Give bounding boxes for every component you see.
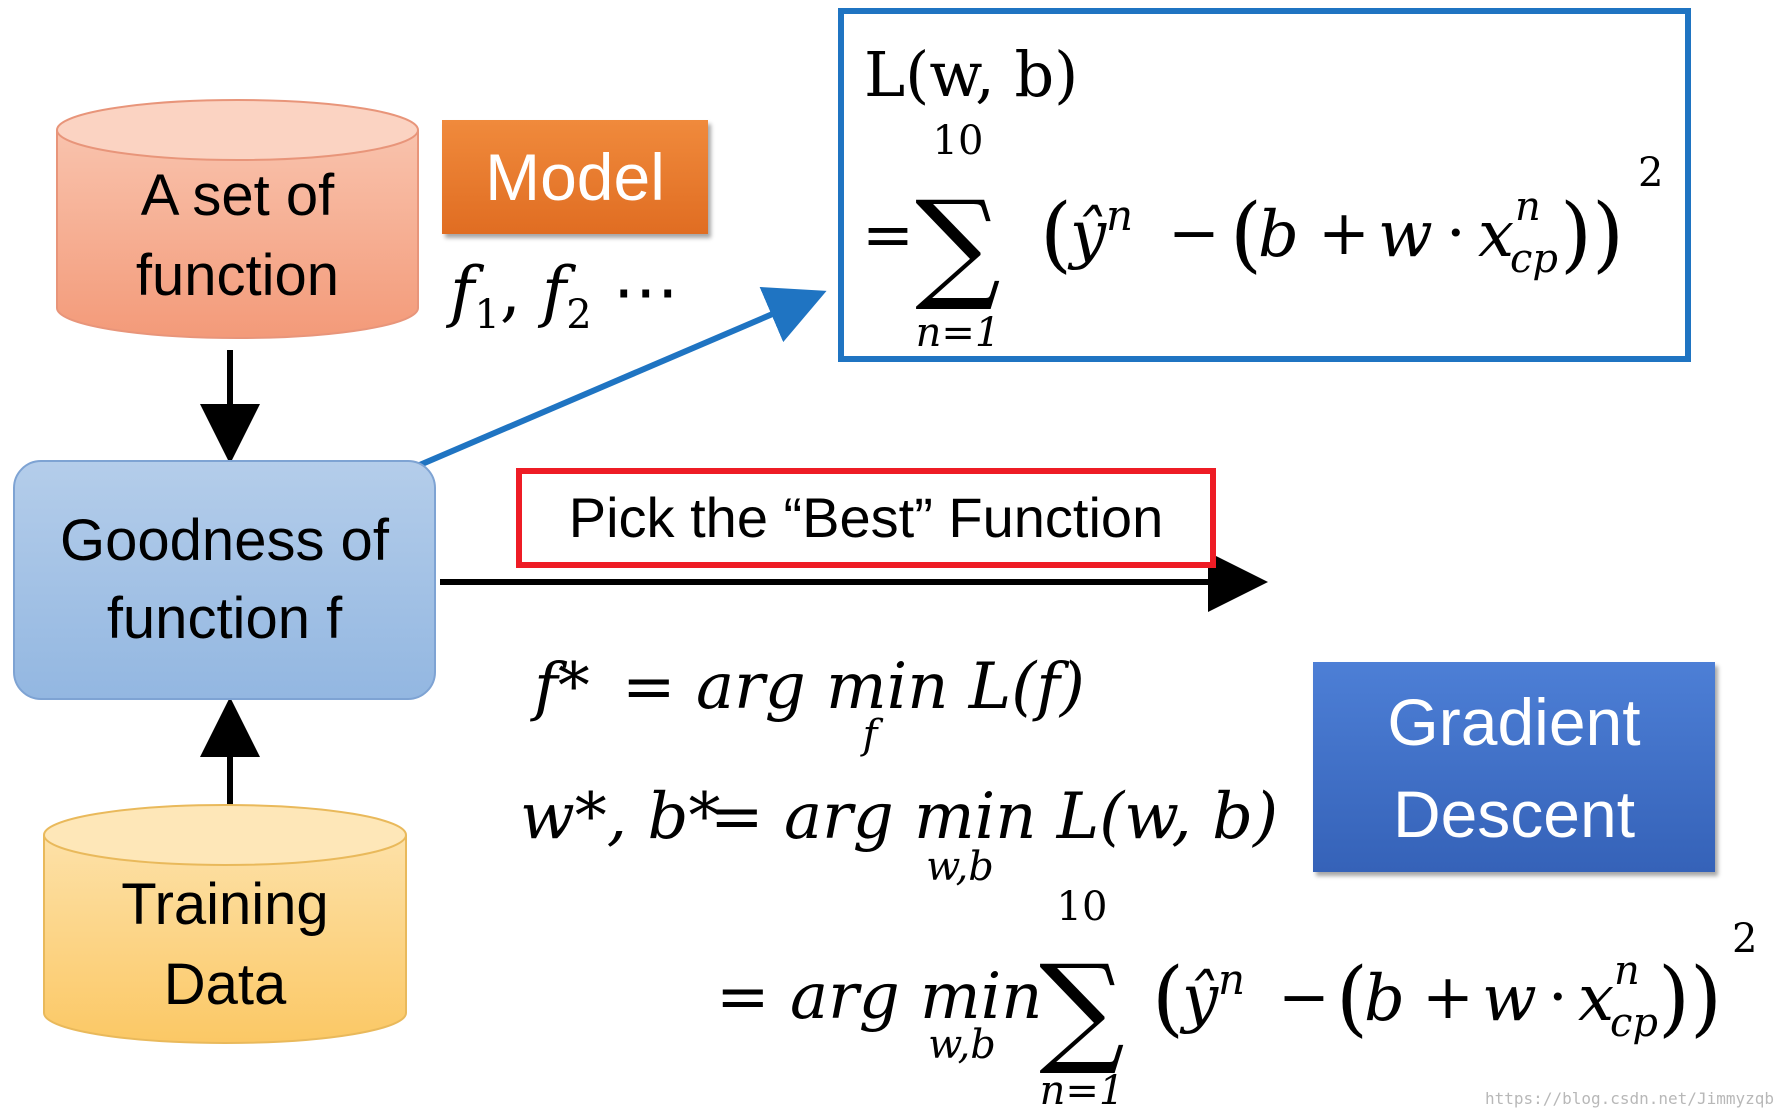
argmin-sum-under: w,b [928, 1022, 996, 1068]
argmin-open-outer: ( [1152, 951, 1184, 1046]
argmin-f-rhs: = arg min L(f) [622, 650, 1085, 724]
loss-minus: − [1168, 196, 1220, 269]
loss-x: x [1478, 198, 1514, 272]
argmin-open-inner: ( [1336, 951, 1368, 1046]
loss-open-inner: ( [1230, 187, 1262, 282]
loss-plus: + [1318, 196, 1370, 269]
loss-yhat-sup: n [1106, 191, 1133, 240]
argmin-sum-upper: 10 [1057, 884, 1108, 930]
argmin-x-sub: cp [1610, 1000, 1658, 1046]
loss-function-box [838, 8, 1691, 362]
argmin-sigma: ∑ [1039, 940, 1125, 1079]
cylinder-shape [43, 804, 407, 1044]
loss-squared: 2 [1638, 150, 1663, 196]
f2-symbol: f [541, 253, 567, 330]
loss-open-outer: ( [1040, 187, 1072, 282]
function-list: f1, f2 ⋯ [450, 253, 679, 339]
goodness-line1: Goodness of [60, 508, 389, 573]
loss-close: )) [1560, 187, 1624, 282]
loss-sigma: ∑ [915, 176, 1001, 315]
argmin-minus: − [1278, 960, 1330, 1033]
pick-best-label: Pick the “Best” Function [516, 468, 1216, 568]
argmin-x: x [1578, 962, 1614, 1036]
gradient-line2: Descent [1392, 777, 1636, 851]
watermark: https://blog.csdn.net/Jimmyzqb [1485, 1089, 1774, 1108]
f1-symbol: f [450, 253, 475, 330]
loss-lhs: L(w, b) [864, 38, 1078, 111]
loss-sum-lower: n=1 [916, 310, 1001, 356]
function-set-cylinder: A set of function [55, 98, 420, 343]
gradient-line1: Gradient [1387, 685, 1641, 759]
loss-w: w [1378, 198, 1433, 272]
arrow-goodness-to-loss [406, 286, 827, 473]
f1-subscript: 1 [474, 292, 500, 339]
goodness-box: Goodness of function f [13, 460, 436, 700]
argmin-wb-rhs: = arg min L(w, b) [710, 780, 1278, 854]
argmin-squared: 2 [1732, 916, 1757, 962]
function-set-line1: A set of [140, 163, 335, 228]
argmin-sum-lower: n=1 [1040, 1068, 1125, 1112]
loss-b: b [1258, 198, 1299, 272]
argmin-x-sup: n [1614, 948, 1640, 994]
loss-sum-upper: 10 [933, 118, 984, 164]
cylinder-shape [56, 99, 419, 339]
loss-yhat: ŷ [1067, 198, 1107, 272]
argmin-plus: + [1422, 960, 1474, 1033]
argmin-b: b [1364, 962, 1405, 1036]
argmin-yhat-sup: n [1218, 955, 1245, 1004]
argmin-wb-under: w,b [926, 844, 994, 890]
loss-x-sup: n [1515, 184, 1541, 230]
loss-formula: L(w, b) = 10 ∑ n=1 ( ŷ n − ( b + w · x n… [862, 38, 1663, 356]
gradient-descent-box: Gradient Descent [1313, 662, 1715, 872]
function-ellipsis: ⋯ [612, 253, 679, 330]
loss-dot: · [1446, 196, 1466, 269]
argmin-w: w [1482, 962, 1537, 1036]
model-label: Model [442, 120, 708, 234]
training-line1: Training [121, 872, 329, 937]
function-set-line2: function [135, 243, 340, 308]
argmin-wb-lhs: w*, b* [520, 780, 720, 854]
f2-subscript: 2 [566, 292, 592, 339]
loss-x-sub: cp [1510, 236, 1558, 282]
argmin-formulas: f* = arg min L(f) f w*, b* = arg min L(w… [520, 650, 1757, 1112]
training-line2: Data [163, 952, 287, 1017]
argmin-dot: · [1548, 960, 1568, 1033]
argmin-sum-rhs: = arg min [716, 960, 1042, 1034]
goodness-line2: function f [106, 586, 343, 651]
argmin-yhat: ŷ [1179, 962, 1219, 1036]
argmin-close: )) [1658, 951, 1722, 1046]
argmin-f-lhs: f* [530, 650, 590, 724]
training-data-cylinder: Training Data [42, 803, 408, 1048]
loss-equals: = [862, 198, 914, 271]
